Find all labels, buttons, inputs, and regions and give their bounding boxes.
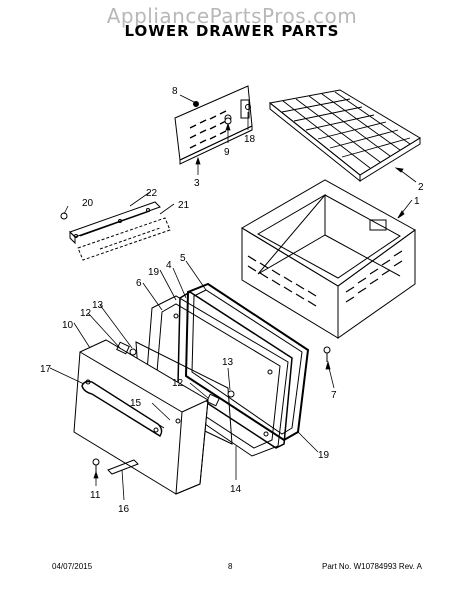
callout-5: 5: [180, 253, 186, 264]
part-3-rear-bracket: [174, 85, 253, 165]
callout-10: 10: [62, 320, 74, 331]
part-10-outer-door: [73, 339, 220, 495]
callout-22: 22: [146, 188, 158, 199]
footer-page-number: 8: [228, 562, 233, 571]
callout-17: 17: [40, 364, 52, 375]
callout-4: 4: [166, 260, 172, 271]
callout-13a: 13: [92, 300, 104, 311]
parts-20-21-22-slide-rail: [60, 201, 171, 261]
callout-13b: 13: [222, 357, 234, 368]
callout-15: 15: [130, 398, 142, 409]
footer-date: 04/07/2015: [52, 562, 93, 571]
callout-16: 16: [118, 504, 130, 515]
part-2-drawer-rack: [268, 89, 421, 183]
part-16-badge: [107, 459, 139, 475]
callout-3: 3: [194, 178, 200, 189]
part-17-handle: [81, 379, 165, 437]
callout-20: 20: [82, 198, 94, 209]
callout-1: 1: [414, 196, 420, 207]
screws: [92, 117, 331, 474]
callout-labels: 1 2 3 4 5 6 7 8 9 10 11 12 12 13 13 14 1…: [40, 86, 424, 515]
watermark: AppliancePartsPros.com: [106, 4, 358, 28]
callout-19b: 19: [318, 450, 330, 461]
callout-18: 18: [244, 134, 256, 145]
callout-8: 8: [172, 86, 178, 97]
callout-9: 9: [224, 147, 230, 158]
callout-12b: 12: [172, 378, 184, 389]
callout-19a: 19: [148, 267, 160, 278]
leader-lines: [49, 94, 417, 501]
callout-14: 14: [230, 484, 242, 495]
callout-12a: 12: [80, 308, 92, 319]
part-1-drawer-box: [241, 179, 416, 339]
footer-part-number: Part No. W10784993 Rev. A: [322, 562, 422, 571]
page-title: LOWER DRAWER PARTS: [124, 22, 340, 40]
callout-21: 21: [178, 200, 190, 211]
callout-6: 6: [136, 278, 142, 289]
callout-7: 7: [331, 390, 337, 401]
callout-2: 2: [418, 182, 424, 193]
callout-11: 11: [90, 490, 101, 501]
